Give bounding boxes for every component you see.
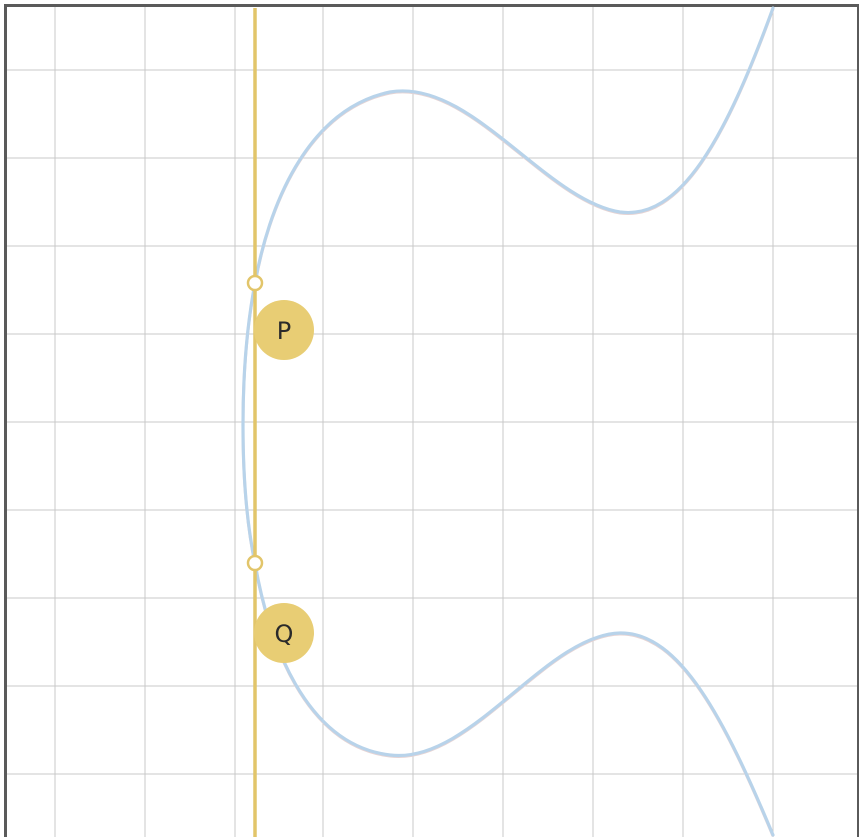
point-p-badge[interactable]: P: [254, 300, 314, 360]
plot-frame: [4, 4, 859, 837]
point-q-label: Q: [275, 620, 294, 648]
point-q-badge-bg: [254, 603, 314, 663]
point-q-marker[interactable]: [246, 554, 264, 572]
curve-lower-branch: [241, 423, 775, 837]
point-q-badge[interactable]: Q: [254, 603, 314, 663]
point-p-marker[interactable]: [246, 274, 264, 292]
point-p-label: P: [277, 317, 291, 345]
grid: [7, 7, 857, 837]
point-p-badge-bg: [254, 300, 314, 360]
curve-upper-branch: [241, 6, 775, 427]
